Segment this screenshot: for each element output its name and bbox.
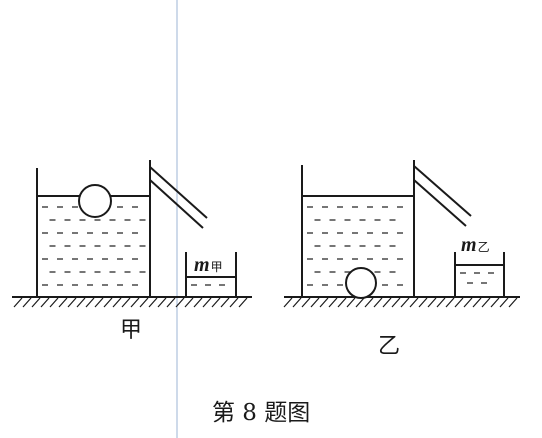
ground-hatch-line — [166, 297, 176, 308]
beaker-yi — [454, 252, 505, 297]
ground-hatch-line — [310, 297, 320, 308]
ground-hatch-line — [193, 297, 203, 308]
ground-hatch-line — [112, 297, 122, 308]
ground-hatch-line — [319, 297, 329, 308]
figure-caption: 第 8 题图 — [212, 400, 310, 426]
ground-hatch-line — [238, 297, 248, 308]
ball-floating — [78, 184, 112, 218]
ground-hatch-line — [40, 297, 50, 308]
ground-hatch-line — [283, 297, 293, 308]
ground-hatch-line — [490, 297, 500, 308]
ground-hatch-line — [418, 297, 428, 308]
ground-hatch-yi — [283, 297, 518, 308]
ball-sunk — [345, 267, 377, 299]
ground-hatch-line — [499, 297, 509, 308]
mass-label-jia: m甲 — [194, 254, 223, 276]
label-yi: 乙 — [378, 334, 400, 359]
ground-hatch-line — [301, 297, 311, 308]
ground-hatch-line — [175, 297, 185, 308]
ground-hatch-line — [85, 297, 95, 308]
water-dashes-yi — [307, 206, 403, 286]
ground-hatch-line — [382, 297, 392, 308]
ground-hatch-line — [328, 297, 338, 308]
ground-hatch-line — [400, 297, 410, 308]
ground-hatch-line — [121, 297, 131, 308]
ground-hatch-line — [436, 297, 446, 308]
ground-hatch-line — [463, 297, 473, 308]
ground-hatch-line — [364, 297, 374, 308]
ground-hatch-line — [337, 297, 347, 308]
ground-hatch-line — [454, 297, 464, 308]
ground-hatch-line — [292, 297, 302, 308]
ground-hatch-line — [346, 297, 356, 308]
ground-hatch-line — [130, 297, 140, 308]
ground-hatch-line — [49, 297, 59, 308]
ground-hatch-line — [445, 297, 455, 308]
beaker-water-dashes-yi — [460, 272, 494, 284]
ground-hatch-line — [373, 297, 383, 308]
ground-hatch-line — [355, 297, 365, 308]
scene-yi — [283, 160, 520, 308]
ground-hatch-line — [229, 297, 239, 308]
ground-hatch-line — [202, 297, 212, 308]
ground-hatch-line — [22, 297, 32, 308]
ground-hatch-line — [58, 297, 68, 308]
label-jia: 甲 — [120, 318, 142, 343]
ground-hatch-line — [148, 297, 158, 308]
ground-hatch-line — [472, 297, 482, 308]
ground-hatch-line — [103, 297, 113, 308]
ground-hatch-line — [220, 297, 230, 308]
ground-hatch-jia — [13, 297, 248, 308]
overflow-cup-jia — [36, 160, 208, 298]
ground-hatch-line — [391, 297, 401, 308]
water-dashes-jia — [42, 206, 146, 286]
ground-hatch-line — [427, 297, 437, 308]
ground-hatch-line — [481, 297, 491, 308]
ground-hatch-line — [157, 297, 167, 308]
ground-hatch-line — [67, 297, 77, 308]
ground-hatch-line — [409, 297, 419, 308]
beaker-jia — [185, 252, 237, 297]
ground-hatch-line — [13, 297, 23, 308]
mass-label-yi: m乙 — [461, 234, 490, 256]
ground-hatch-line — [139, 297, 149, 308]
ground-hatch-line — [211, 297, 221, 308]
scene-jia — [12, 160, 252, 308]
overflow-cup-yi — [301, 160, 472, 298]
ground-hatch-line — [508, 297, 518, 308]
ground-hatch-line — [94, 297, 104, 308]
ground-hatch-line — [184, 297, 194, 308]
ground-hatch-line — [31, 297, 41, 308]
ground-hatch-line — [76, 297, 86, 308]
